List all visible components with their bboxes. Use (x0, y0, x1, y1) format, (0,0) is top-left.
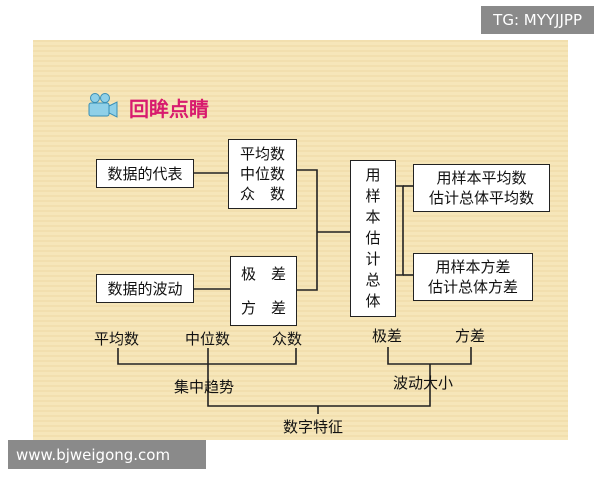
label-range: 极差 (372, 327, 403, 345)
box-data-fluctuation: 数据的波动 (96, 274, 194, 303)
heading-title: 回眸点睛 (129, 96, 209, 121)
line-2: 估计总体平均数 (428, 189, 534, 207)
label-fluctuation-size: 波动大小 (393, 374, 454, 392)
box-estimate-variance: 用样本方差 估计总体方差 (413, 253, 533, 301)
vchar: 计 (365, 250, 381, 268)
vchar: 总 (365, 271, 381, 289)
box-data-representative: 数据的代表 (96, 159, 194, 188)
label-central-tendency: 集中趋势 (174, 378, 235, 396)
vchar: 本 (365, 208, 381, 226)
telegram-watermark: TG: MYYJJPP (481, 6, 594, 34)
label-mean: 平均数 (94, 330, 140, 348)
term-median: 中位数 (239, 165, 285, 183)
vchar: 样 (365, 187, 381, 205)
video-camera-icon (87, 92, 119, 122)
box-mean-median-mode: 平均数 中位数 众 数 (228, 139, 297, 209)
box-label: 数据的代表 (107, 165, 183, 183)
slide-panel (33, 40, 568, 440)
term-mode: 众 数 (239, 185, 285, 203)
label-numerical-features: 数字特征 (283, 418, 344, 436)
vchar: 估 (365, 229, 381, 247)
label-median: 中位数 (185, 330, 231, 348)
box-label: 数据的波动 (107, 280, 183, 298)
term-range: 极 差 (240, 265, 286, 283)
term-variance: 方 差 (240, 299, 286, 317)
website-watermark: www.bjweigong.com (8, 440, 206, 469)
box-estimate-mean: 用样本平均数 估计总体平均数 (413, 164, 550, 212)
vchar: 用 (365, 166, 381, 184)
line-1: 用样本方差 (435, 258, 511, 276)
section-heading: 回眸点睛 (87, 92, 209, 122)
line-1: 用样本平均数 (436, 169, 527, 187)
box-range-variance: 极 差 方 差 (230, 256, 297, 326)
box-sample-estimate-population: 用 样 本 估 计 总 体 (350, 160, 396, 317)
label-mode: 众数 (272, 330, 303, 348)
vchar: 体 (365, 292, 381, 310)
label-variance: 方差 (455, 327, 486, 345)
line-2: 估计总体方差 (427, 278, 518, 296)
term-mean: 平均数 (239, 145, 285, 163)
